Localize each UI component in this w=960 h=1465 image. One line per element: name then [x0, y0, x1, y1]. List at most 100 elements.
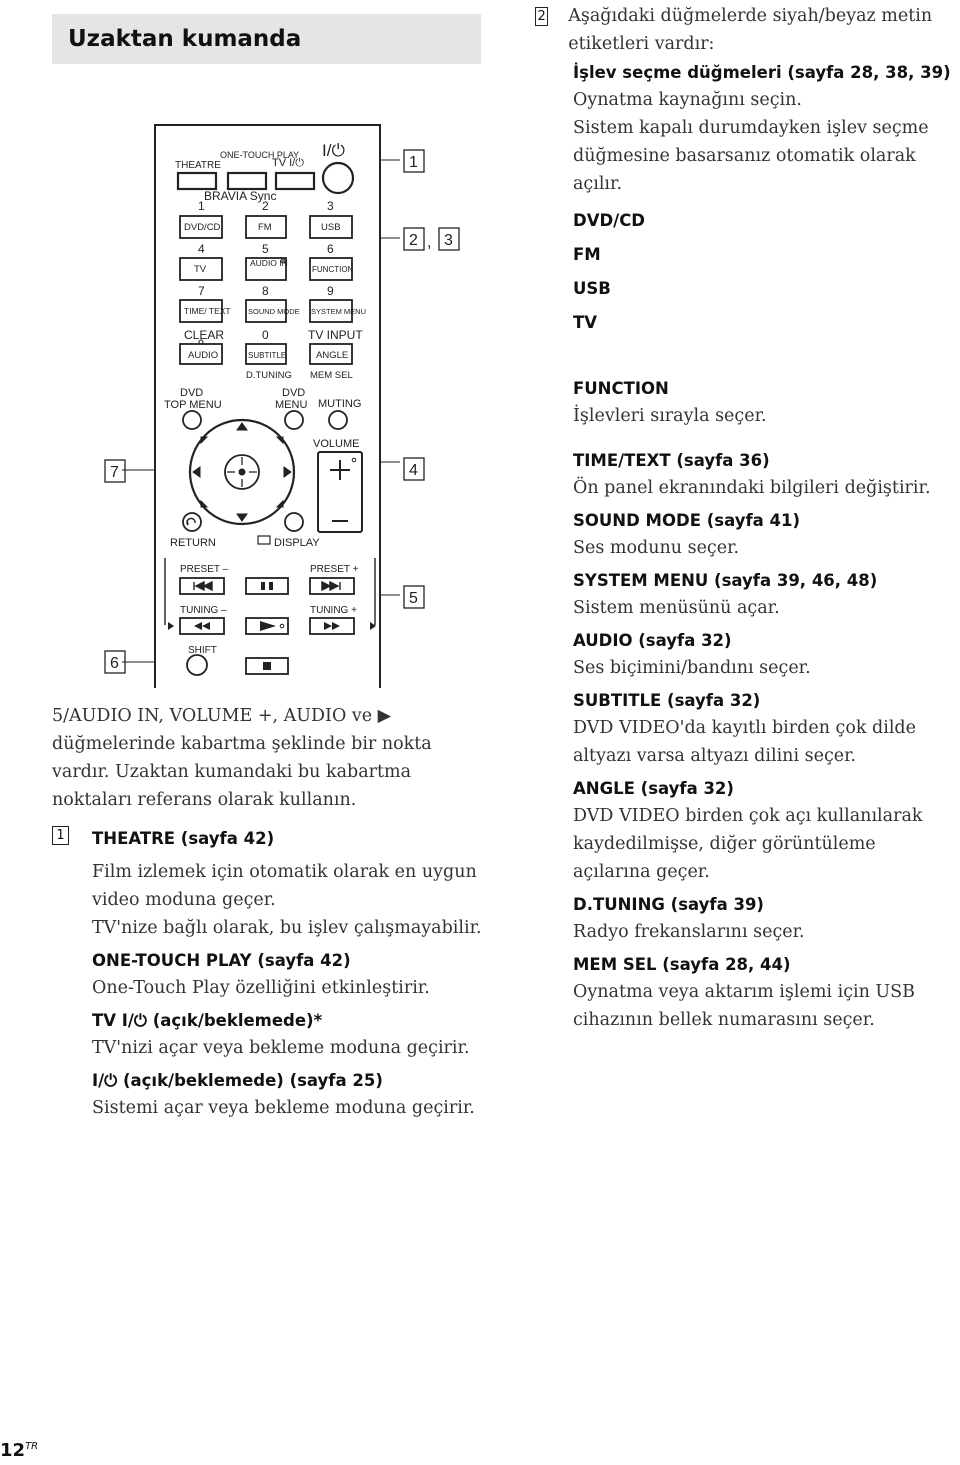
muting-button: [328, 410, 348, 430]
bravia-sync-label: BRAVIA Sync: [204, 189, 276, 203]
play-button: [245, 617, 289, 635]
play-icon: [260, 621, 276, 631]
angle-heading: ANGLE (sayfa 32): [573, 779, 734, 798]
item-2-header: 2 Aşağıdaki düğmelerde siyah/beyaz metin…: [535, 2, 955, 58]
theatre-label: THEATRE: [175, 160, 221, 171]
page-number: 12TR: [0, 1440, 38, 1461]
tv-power-label: TV I/⏻: [272, 157, 304, 169]
angle-button: [309, 343, 353, 365]
theatre-desc-1: Film izlemek için otomatik olarak en uyg…: [92, 862, 477, 910]
clear-label: CLEAR: [184, 328, 224, 342]
pause-icon: [261, 582, 273, 590]
num-2: 2: [262, 199, 269, 213]
system-menu-button: [309, 299, 353, 323]
num-8: 8: [262, 284, 269, 298]
forward-icon: [324, 622, 340, 630]
item-2-intro: Aşağıdaki düğmelerde siyah/beyaz metin e…: [568, 6, 933, 54]
audio-desc: Ses biçimini/bandını seçer.: [573, 658, 811, 678]
source-fm: FM: [573, 245, 601, 264]
usb-button: [309, 215, 353, 239]
tv-power-desc: TV'nizi açar veya bekleme moduna geçirir…: [92, 1038, 470, 1058]
num-4: 4: [198, 242, 205, 256]
callout-1: 1: [409, 154, 418, 171]
callout-6: 6: [110, 655, 119, 672]
remote-body-outline: [154, 124, 381, 688]
display-label: DISPLAY: [274, 537, 320, 549]
angle-text: ANGLE: [316, 350, 348, 361]
tv-input-label: TV INPUT: [308, 328, 363, 342]
d-tuning-label: D.TUNING: [246, 370, 292, 381]
audio-in-text: AUDIO IN: [250, 258, 288, 268]
audio-in-button: [245, 257, 287, 281]
tuning-plus-label: TUNING +: [310, 605, 357, 616]
dvd-menu-button: [284, 410, 304, 430]
sound-mode-text: SOUND MODE: [248, 307, 300, 316]
dpad-ring: [188, 418, 296, 526]
tv-text: TV: [194, 264, 207, 275]
dpad-down-arrow: [236, 513, 248, 522]
right-column: 2 Aşağıdaki düğmelerde siyah/beyaz metin…: [535, 2, 955, 1034]
tactile-dot-play: [279, 623, 285, 629]
remote-illustration: THEATRE ONE-TOUCH PLAY TV I/⏻ I/⏻ BRAVIA…: [100, 120, 480, 690]
one-touch-play-desc: One-Touch Play özelliğini etkinleştirir.: [92, 978, 430, 998]
rewind-icon: [194, 622, 210, 630]
volume-label: VOLUME: [313, 438, 359, 450]
num-5: 5: [262, 242, 269, 256]
dvd-top-menu-label-1: DVD: [180, 387, 203, 399]
dpad-up-arrow: [236, 422, 248, 431]
subtitle-button: [245, 343, 287, 365]
volume-rocker: [317, 451, 363, 533]
shift-label: SHIFT: [188, 645, 217, 656]
tv-power-button: [274, 171, 316, 191]
source-usb: USB: [573, 279, 611, 298]
shift-button: [186, 654, 208, 676]
callout-box-4: [403, 457, 425, 481]
dvd-top-menu-label-2: TOP MENU: [164, 399, 222, 411]
dvd-menu-label-1: DVD: [282, 387, 305, 399]
theatre-heading: THEATRE (sayfa 42): [92, 829, 275, 848]
num-3: 3: [327, 199, 334, 213]
power-button: [321, 161, 355, 195]
function-button: [309, 257, 353, 281]
system-menu-heading: SYSTEM MENU (sayfa 39, 46, 48): [573, 571, 878, 590]
function-heading: FUNCTION: [573, 379, 669, 398]
return-button: [182, 512, 202, 532]
mem-sel-heading: MEM SEL (sayfa 28, 44): [573, 955, 791, 974]
muting-label: MUTING: [318, 398, 361, 410]
callout-box-7: [104, 459, 126, 483]
function-select-heading: İşlev seçme düğmeleri (sayfa 28, 38, 39): [573, 63, 951, 82]
system-menu-desc: Sistem menüsünü açar.: [573, 598, 780, 618]
angle-desc: DVD VIDEO birden çok açı kullanılarak ka…: [573, 806, 923, 882]
power-desc: Sistemi açar veya bekleme moduna geçirir…: [92, 1098, 475, 1118]
fm-text: FM: [258, 222, 272, 233]
dvd-menu-label-2: MENU: [275, 399, 307, 411]
tactile-note: 5/AUDIO IN, VOLUME +, AUDIO ve ▶ düğmele…: [52, 706, 432, 810]
one-touch-play-heading: ONE-TOUCH PLAY (sayfa 42): [92, 951, 351, 970]
tv-power-heading: TV I/⏻ (açık/beklemede)*: [92, 1011, 323, 1030]
tuning-minus-button: [179, 617, 225, 635]
dvd-cd-text: DVD/CD: [184, 222, 221, 233]
dpad-enter: [224, 454, 260, 490]
num-7: 7: [198, 284, 205, 298]
function-desc: İşlevleri sırayla seçer.: [573, 406, 767, 426]
page-lang: TR: [25, 1441, 39, 1452]
dpad-right-arrow: [283, 466, 292, 478]
audio-text: AUDIO: [188, 350, 218, 361]
preset-minus-label: PRESET –: [180, 564, 229, 575]
tuning-minus-label: TUNING –: [180, 605, 227, 616]
num-1: 1: [198, 199, 205, 213]
preset-plus-label: PRESET +: [310, 564, 359, 575]
sound-mode-button: [245, 299, 287, 323]
callout-7: 7: [110, 464, 119, 481]
preset-minus-button: [179, 577, 225, 595]
sound-mode-desc: Ses modunu seçer.: [573, 538, 740, 558]
d-tuning-desc: Radyo frekanslarını seçer.: [573, 922, 805, 942]
power-heading: I/⏻ (açık/beklemede) (sayfa 25): [92, 1071, 383, 1090]
item-1-number: 1: [52, 826, 69, 845]
num-0: 0: [262, 328, 269, 342]
num-6: 6: [327, 242, 334, 256]
pause-button: [245, 577, 289, 595]
time-text-button: [179, 299, 223, 323]
page-title: Uzaktan kumanda: [52, 14, 481, 64]
tactile-dot-volume: [351, 457, 357, 463]
